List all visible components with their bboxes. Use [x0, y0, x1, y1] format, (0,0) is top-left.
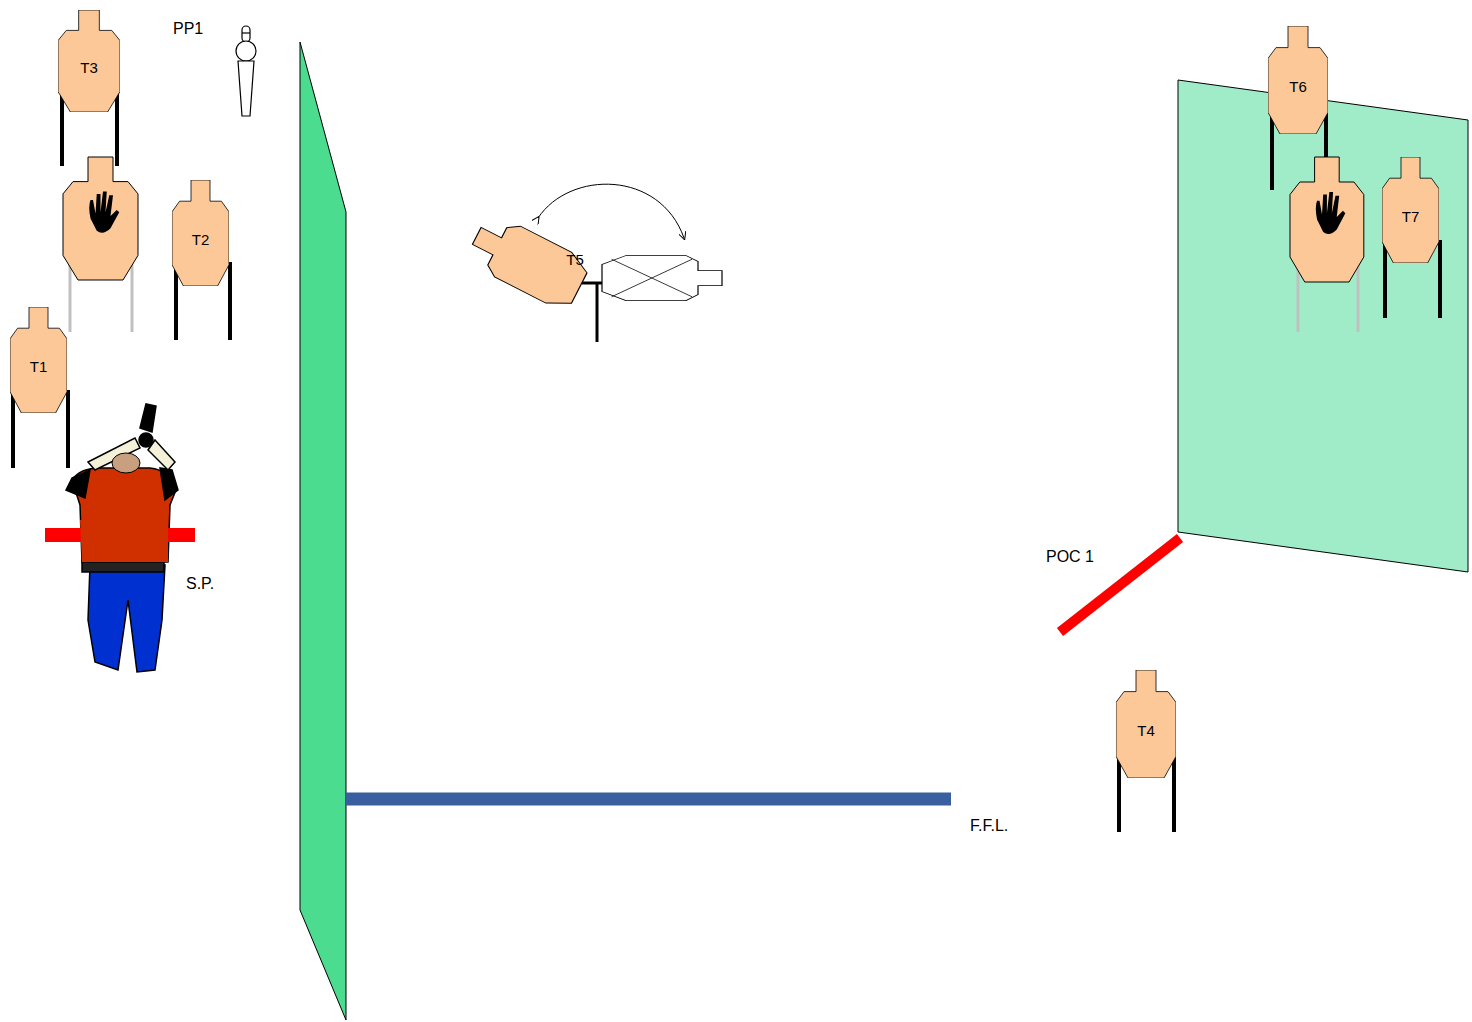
- swinger-target: [464, 184, 722, 342]
- popper: [236, 26, 256, 116]
- wall-right: [1178, 80, 1468, 572]
- target-number: T1: [30, 358, 48, 375]
- fault-line: [346, 793, 951, 806]
- stage-label: F.F.L.: [970, 817, 1008, 835]
- stage-label: S.P.: [186, 575, 214, 593]
- noshoot-target: [63, 157, 1364, 282]
- target-silhouette: T7: [1382, 157, 1439, 263]
- shooter-torso-over: [80, 520, 168, 562]
- target-silhouette: T6: [1268, 26, 1328, 134]
- shooter-figure: [66, 404, 178, 672]
- target-silhouette: T4: [1116, 670, 1176, 778]
- target-silhouette: T5: [553, 248, 597, 270]
- target-number: T6: [1289, 78, 1307, 95]
- wall-left: [300, 42, 346, 1020]
- stage-label: POC 1: [1046, 548, 1094, 566]
- stage-label: PP1: [173, 20, 203, 38]
- target-number: T4: [1137, 722, 1155, 739]
- target-number: T2: [192, 231, 210, 248]
- target-silhouette: T1: [10, 307, 67, 413]
- target-silhouette: T2: [172, 180, 229, 286]
- target-legs: [13, 88, 1440, 832]
- target-silhouette: T3: [58, 10, 120, 112]
- target-number: T5: [566, 251, 584, 268]
- target-number: T7: [1402, 208, 1420, 225]
- target-number: T3: [80, 59, 98, 76]
- noshoot-legs: [70, 255, 1358, 332]
